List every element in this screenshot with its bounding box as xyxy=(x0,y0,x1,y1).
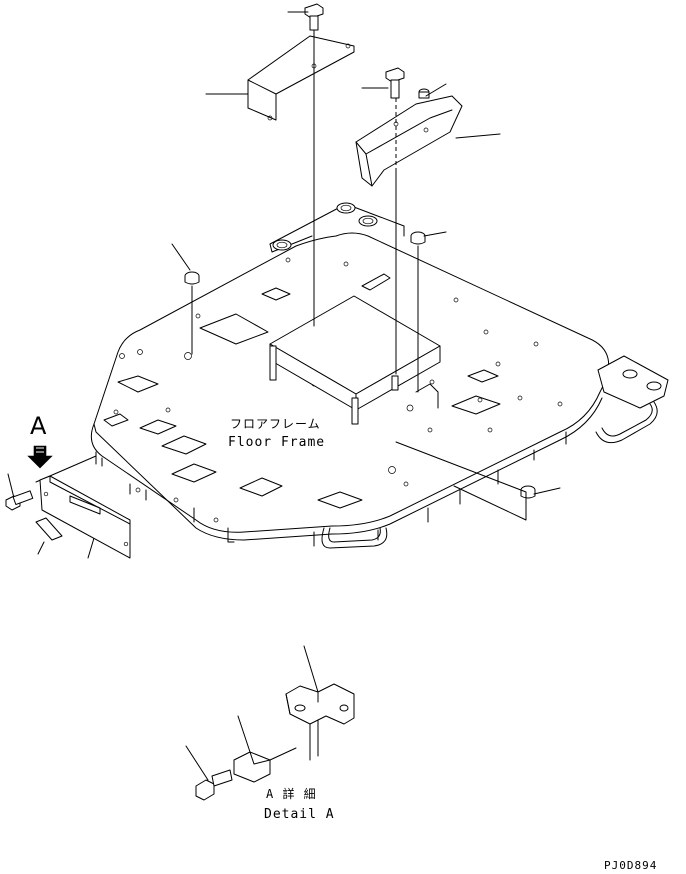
rubber-plug-right xyxy=(520,485,536,499)
rear-pad-left xyxy=(272,202,378,251)
grommet-strip xyxy=(35,517,63,541)
plug-top-right xyxy=(418,88,430,99)
side-bolt xyxy=(5,490,34,511)
underside-legs xyxy=(95,431,567,547)
top-cover-right xyxy=(355,95,463,187)
center-box xyxy=(269,273,441,425)
detail-a-bolt xyxy=(185,745,233,801)
bottom-step-bracket xyxy=(321,527,388,549)
bolt-top-right xyxy=(385,67,405,99)
view-arrow-label: A xyxy=(30,412,48,440)
assembly-lines xyxy=(35,29,527,521)
view-arrow-a xyxy=(27,445,53,469)
drawing-code: PJ0D894 xyxy=(604,859,658,872)
floor-frame-label-jp: フロアフレーム xyxy=(230,417,321,431)
rubber-plug-center xyxy=(410,231,426,245)
detail-a-label-jp: A 詳 細 xyxy=(266,787,317,801)
top-cover-left xyxy=(247,35,355,121)
floor-frame-label-en: Floor Frame xyxy=(228,435,326,450)
side-cover-plate xyxy=(39,475,131,559)
plate-cutouts xyxy=(103,287,501,509)
detail-a-bracket xyxy=(285,645,355,761)
right-step-bracket xyxy=(595,355,669,444)
detail-a-clip xyxy=(233,715,297,783)
bolt-top-left xyxy=(304,3,324,31)
rubber-plug-left xyxy=(184,271,200,285)
leader-lines xyxy=(7,11,561,559)
plate-holes xyxy=(113,257,563,523)
detail-a-label-en: Detail A xyxy=(264,807,335,822)
